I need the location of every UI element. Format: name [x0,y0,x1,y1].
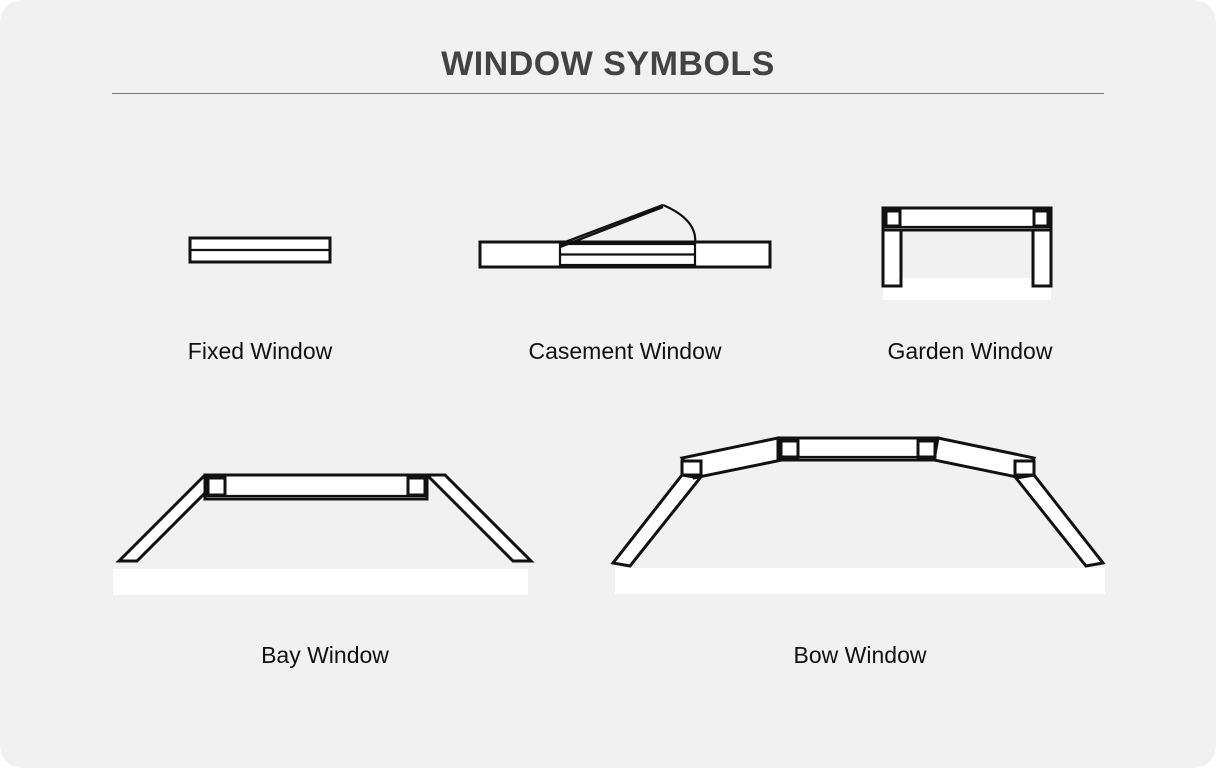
title-divider [112,93,1104,94]
symbol-cell-bow-window [600,420,1120,600]
bow-window-symbol [610,436,1106,594]
title-block: WINDOW SYMBOLS [112,44,1104,94]
garden-window-symbol [881,206,1053,300]
symbol-cell-fixed-window [120,190,400,310]
symbol-cell-bay-window [95,455,555,605]
casement-window-symbol [478,203,772,269]
symbol-label-bow-window: Bow Window [793,642,927,668]
symbol-label-garden-window: Garden Window [887,338,1053,364]
symbol-label-casement-window: Casement Window [528,338,722,364]
symbol-label-bay-window: Bay Window [261,642,389,668]
symbol-cell-casement-window [455,190,795,310]
symbol-label-fixed-window: Fixed Window [187,338,333,364]
page-title: WINDOW SYMBOLS [441,45,775,83]
symbol-cell-garden-window [845,190,1095,310]
bay-window-symbol [113,473,535,595]
fixed-window-symbol [188,236,332,264]
